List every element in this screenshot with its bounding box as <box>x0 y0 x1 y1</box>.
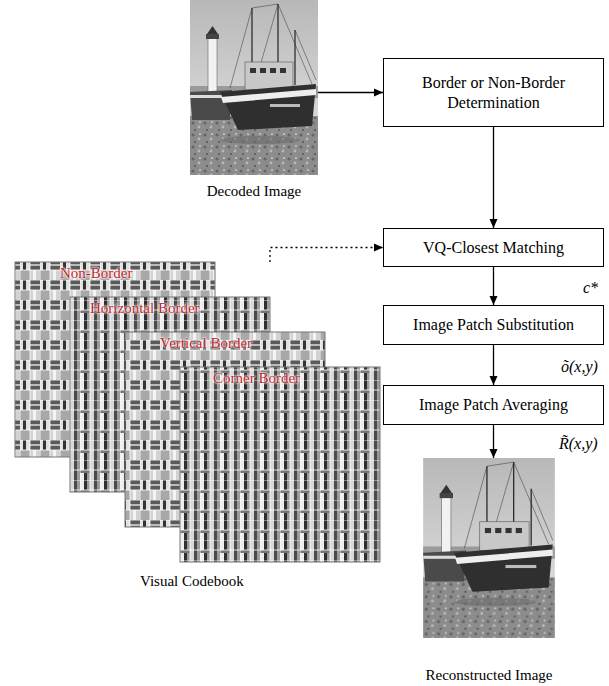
box-label: Border or Non-Border Determination <box>394 73 593 111</box>
codebook-layer: Corner Border <box>180 367 380 562</box>
edge-label-holder: R̃(x,y) <box>557 434 600 453</box>
codebook-group: Visual Codebook Non-BorderHorizontal Bord… <box>15 262 387 594</box>
edge-label-holder: c* <box>581 278 600 297</box>
image-caption: Reconstructed Image <box>425 666 552 684</box>
dotted-arrow <box>270 248 383 263</box>
layer-label: Vertical Border <box>160 334 252 352</box>
image-node: Decoded Image <box>190 0 318 200</box>
image-caption: Decoded Image <box>207 182 302 200</box>
codebook-grids <box>15 262 380 562</box>
signal-label: c* <box>581 278 600 297</box>
flow-arrow <box>318 92 383 93</box>
signal-label: R̃(x,y) <box>557 434 600 453</box>
box-label: Image Patch Substitution <box>413 315 574 334</box>
reconstructed-photo <box>423 458 555 638</box>
codebook-grid <box>180 367 380 562</box>
box-label: VQ-Closest Matching <box>423 238 564 257</box>
codebook-layer: Non-Border <box>15 262 215 457</box>
process-box: Image Patch Substitution <box>383 305 604 345</box>
process-box: Border or Non-Border Determination <box>383 58 604 127</box>
box-label: Image Patch Averaging <box>419 395 568 414</box>
process-box: Image Patch Averaging <box>383 385 604 425</box>
flow-arrow <box>493 345 494 385</box>
flow-arrow <box>493 127 494 228</box>
codebook-caption: Visual Codebook <box>140 572 244 590</box>
layer-label: Corner Border <box>213 369 300 387</box>
codebook-layer: Vertical Border <box>125 332 325 527</box>
layer-label: Horizontal Border <box>90 299 200 317</box>
decoded-photo <box>190 0 318 175</box>
signal-label: õ(x,y) <box>559 357 600 376</box>
image-node: Reconstructed Image <box>415 458 563 684</box>
edge-label-holder: õ(x,y) <box>559 357 600 376</box>
flow-arrow <box>493 425 494 458</box>
process-box: VQ-Closest Matching <box>383 228 604 267</box>
codebook-layer: Horizontal Border <box>70 297 270 492</box>
layer-label: Non-Border <box>60 264 132 282</box>
flow-arrow <box>493 267 494 305</box>
